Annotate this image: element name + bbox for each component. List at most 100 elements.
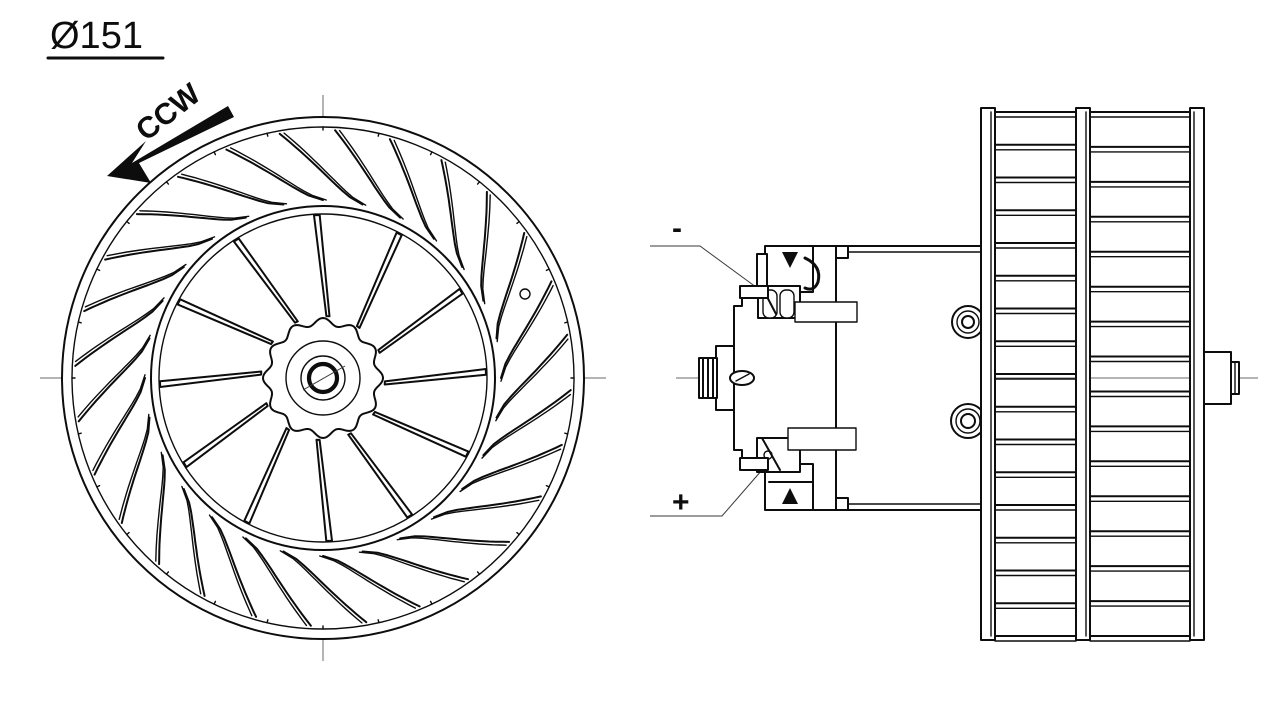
fan-blade-edge — [495, 338, 569, 422]
rim-tick — [564, 321, 569, 324]
wheel-rail-middle — [1075, 107, 1091, 641]
wheel-blade-rows-left — [994, 111, 1077, 642]
rim-tick — [476, 181, 481, 185]
mount-boss-upper-hole — [961, 315, 975, 329]
rim-tick — [377, 132, 380, 137]
fan-blade — [282, 550, 368, 624]
hub-spoke — [313, 214, 331, 318]
fan-blade-edge — [459, 448, 562, 493]
motor-housing — [835, 245, 989, 511]
terminal-tab-lower — [739, 457, 769, 471]
fan-blade-edge — [242, 536, 308, 627]
fan-blade — [74, 299, 164, 367]
fan-blade — [361, 550, 469, 581]
fan-blade — [440, 159, 464, 268]
fan-blade — [500, 280, 553, 379]
balance-hole — [519, 288, 531, 300]
fan-blade — [211, 516, 258, 618]
diameter-dimension-text: Ø151 — [50, 15, 143, 57]
hub-spoke — [383, 368, 487, 386]
rim-tick — [545, 268, 550, 272]
bearing-oval-slot — [735, 373, 750, 382]
fan-blade-edge — [92, 374, 146, 472]
rim-tick — [377, 619, 380, 624]
fan-blade — [244, 537, 312, 627]
fan-blade-edge — [444, 161, 465, 271]
fan-blade-edge — [319, 555, 417, 609]
rim-tick — [126, 531, 130, 536]
fan-blade — [388, 138, 435, 240]
negative-terminal-label: - — [672, 212, 682, 245]
rim-tick — [77, 321, 82, 324]
fan-blade-edge — [181, 485, 202, 595]
fan-blade-edge — [77, 334, 151, 418]
rim-tick — [213, 600, 217, 605]
rim-tick — [165, 571, 170, 575]
fan-blade — [182, 488, 206, 597]
fan-blade — [461, 443, 563, 490]
mount-boss-lower — [950, 403, 986, 439]
wheel-rail-left — [980, 107, 996, 641]
rim-tick — [429, 151, 433, 156]
rim-tick — [545, 484, 550, 488]
fan-blade-edge — [430, 499, 540, 520]
rim-tick — [266, 619, 269, 624]
hub-spoke — [176, 298, 274, 346]
hub-spoke — [377, 287, 464, 354]
mount-boss-upper — [951, 305, 985, 339]
brush-lower-lead — [761, 437, 781, 471]
hub-spokes — [159, 214, 487, 542]
fan-blade-edge — [118, 413, 150, 520]
fan-blade-edge — [84, 263, 187, 308]
rim-tick-marks — [71, 126, 575, 630]
wheel-inner-disc-edge — [158, 213, 488, 543]
brush-upper-b — [779, 289, 795, 319]
fan-blade — [334, 129, 402, 219]
hub-spoke — [372, 410, 470, 458]
motor-assembly-side-view: - + — [650, 107, 1258, 642]
hub-spoke — [347, 432, 414, 519]
fan-blade-edge — [155, 451, 164, 562]
brush-marker-upper — [782, 252, 798, 268]
rim-tick — [516, 220, 520, 225]
hub-spoke — [243, 427, 291, 525]
fan-blade — [322, 555, 421, 608]
terminal-leaders: - + — [650, 212, 763, 519]
positive-terminal-label: + — [672, 486, 690, 519]
fan-blade — [480, 190, 488, 302]
hub-keyway-line — [302, 365, 346, 391]
fan-blade — [135, 213, 247, 221]
brush-holder-assembly — [698, 245, 858, 511]
wheel-blade-rows-right — [1089, 111, 1191, 642]
spring-lower-housing — [787, 427, 857, 451]
hub-spoke — [159, 370, 263, 388]
wheel-shaft-hub — [1203, 351, 1232, 405]
fan-blade-edge — [396, 537, 507, 546]
fan-blade — [399, 535, 511, 543]
fan-blade-edge — [358, 551, 465, 583]
positive-leader-line — [650, 469, 763, 517]
hub-spoke — [355, 231, 403, 329]
rim-tick — [516, 531, 520, 536]
fan-blade — [495, 333, 569, 419]
fan-blade-edge — [500, 284, 554, 382]
rim-tick — [476, 571, 481, 575]
motor-notch-bottom — [835, 497, 849, 511]
fan-wheel-front-view — [40, 95, 606, 661]
motor-notch-top — [835, 245, 849, 259]
terminal-tab-upper — [739, 285, 769, 299]
motor-body — [835, 245, 989, 511]
brush-marker-lower — [782, 488, 798, 504]
wheel-rail-right — [1189, 107, 1205, 641]
fan-blade — [158, 454, 166, 566]
terminal-wire-loop — [803, 256, 821, 291]
fan-blade-edge — [393, 139, 438, 242]
fan-blade — [482, 389, 572, 457]
fan-blade-edge — [279, 550, 363, 624]
mount-boss-lower-hole — [960, 413, 976, 429]
fan-blade — [433, 495, 542, 519]
fan-blade — [278, 132, 364, 206]
rim-tick — [96, 484, 101, 488]
